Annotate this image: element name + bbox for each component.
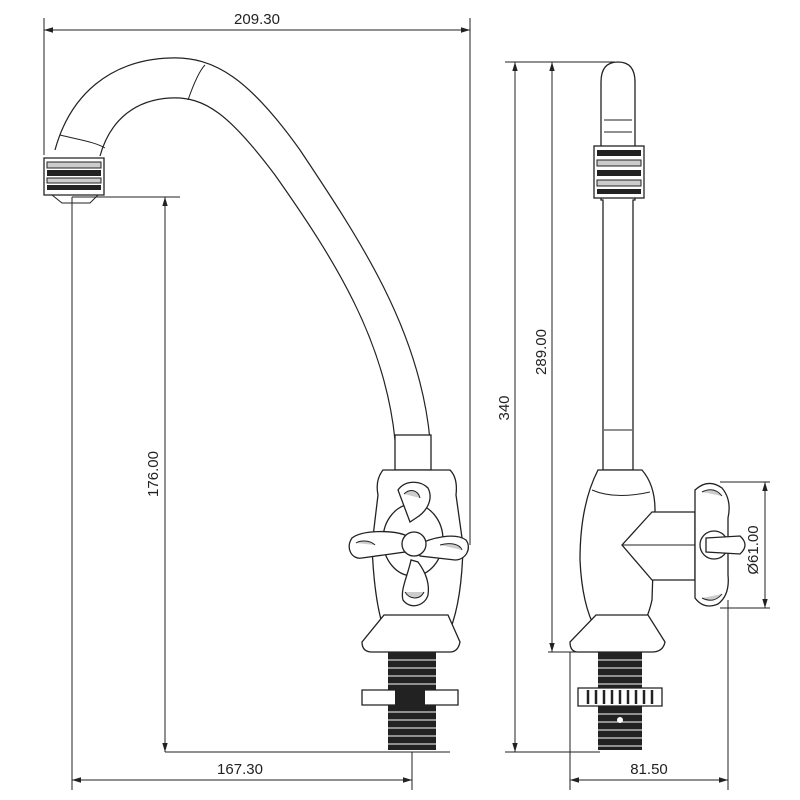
side-threaded-shank xyxy=(577,652,663,750)
front-view xyxy=(43,57,470,750)
spout-inner-edge xyxy=(99,97,396,441)
side-spout xyxy=(600,61,636,471)
dim-side-depth: 81.50 xyxy=(630,761,668,778)
dim-base-to-outlet: 167.30 xyxy=(217,761,263,778)
side-base-flange xyxy=(569,614,666,653)
aerator xyxy=(43,157,105,204)
dim-handle-diameter: Ø61.00 xyxy=(745,525,762,574)
dim-body-height: 289.00 xyxy=(533,329,550,375)
cross-handle-side xyxy=(694,482,746,607)
cross-handle-front xyxy=(348,481,470,607)
threaded-shank xyxy=(361,652,459,750)
side-view xyxy=(569,61,746,750)
spout-outer-edge xyxy=(54,57,431,441)
base-flange xyxy=(361,614,461,653)
dim-spout-outlet-height: 176.00 xyxy=(145,451,162,497)
dim-overall-reach: 209.30 xyxy=(234,11,280,28)
dimension-lines xyxy=(43,18,770,790)
side-aerator xyxy=(593,145,645,199)
dim-overall-height: 340 xyxy=(496,395,513,420)
